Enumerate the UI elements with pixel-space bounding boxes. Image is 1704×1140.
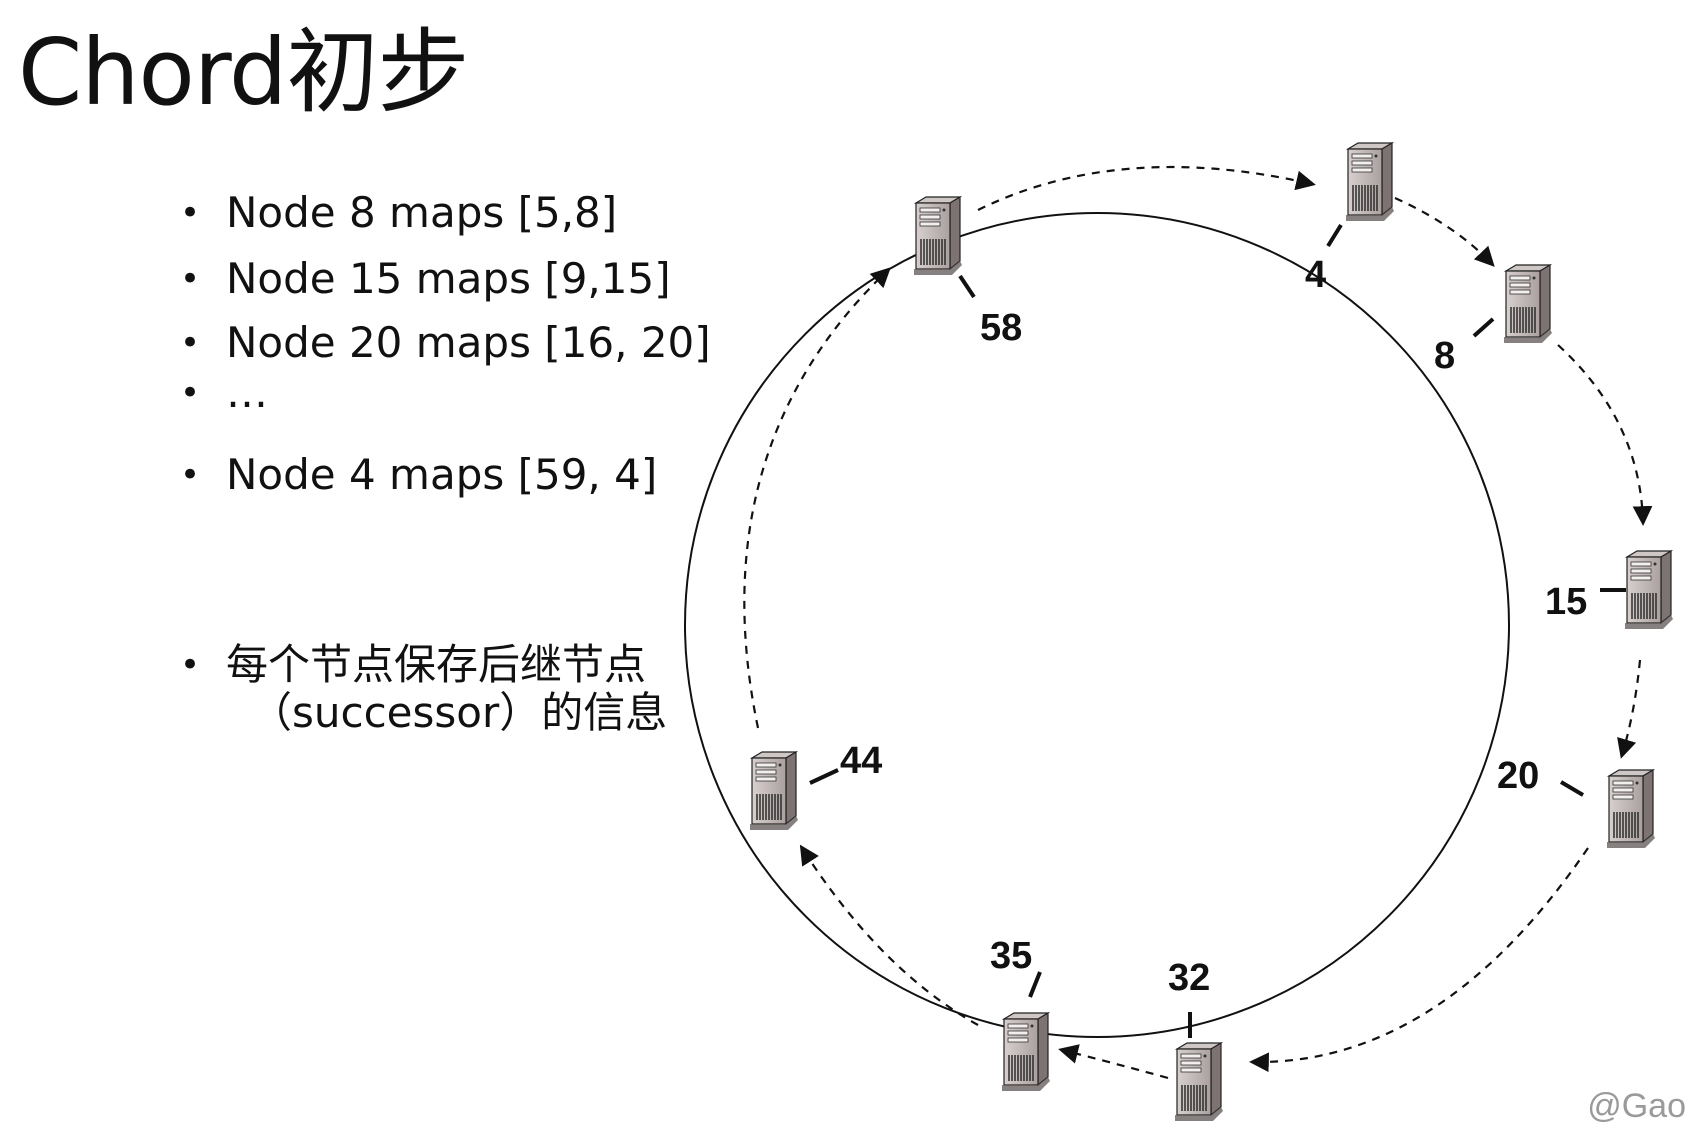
bullet-text-continued: （successor）的信息	[250, 688, 668, 737]
server-icon-node-8	[1503, 264, 1553, 344]
arrow-15-to-20	[1617, 659, 1642, 759]
bullet-text: Node 4 maps [59, 4]	[226, 450, 658, 499]
server-icon-node-44	[749, 751, 799, 831]
node-label-32: 32	[1168, 957, 1210, 999]
server-icon-node-35	[1001, 1012, 1051, 1092]
bullet-text: Node 15 maps [9,15]	[226, 254, 671, 303]
bullet-dot: •	[180, 455, 201, 495]
server-icon-node-15	[1624, 550, 1674, 630]
server-icon-node-20	[1606, 769, 1656, 849]
arrow-32-to-35	[1058, 1044, 1169, 1080]
arrow-35-to-44	[799, 844, 979, 1026]
bullet-dot: •	[180, 193, 201, 233]
bullet-text: Node 20 maps [16, 20]	[226, 318, 711, 367]
bullet-text: Node 8 maps [5,8]	[226, 188, 618, 237]
server-icon-node-58	[913, 196, 963, 276]
bullet-dot: •	[180, 259, 201, 299]
node-label-8: 8	[1434, 335, 1455, 377]
server-icon-node-4	[1345, 142, 1395, 222]
successor-arrows	[743, 165, 1653, 1080]
arrow-4-to-8	[1394, 196, 1495, 267]
tick-node-8	[1472, 317, 1495, 338]
chord-ring	[684, 212, 1510, 1038]
arrow-20-to-32	[1249, 847, 1589, 1073]
tick-node-4	[1326, 223, 1343, 248]
arrow-44-to-58	[743, 267, 891, 729]
node-label-4: 4	[1305, 254, 1326, 296]
watermark: @Gao	[1587, 1087, 1686, 1125]
node-label-58: 58	[980, 307, 1022, 349]
tick-node-44	[809, 768, 839, 785]
server-icons	[749, 142, 1674, 1122]
tick-node-35	[1028, 971, 1042, 998]
slide-title: Chord初步	[18, 19, 469, 126]
node-labels: 4 8 15 20 32 35 44 58	[840, 254, 1587, 999]
bullet-dot: •	[180, 645, 201, 685]
tick-node-20	[1559, 780, 1585, 797]
node-label-20: 20	[1497, 755, 1539, 797]
bullet-dot: •	[180, 323, 201, 363]
node-label-35: 35	[990, 935, 1032, 977]
tick-node-58	[958, 274, 976, 299]
arrow-58-to-4	[977, 165, 1316, 211]
node-ticks	[809, 223, 1626, 1038]
bullet-text: …	[226, 368, 268, 417]
server-icon-node-32	[1174, 1042, 1224, 1122]
bullet-dot: •	[180, 373, 201, 413]
node-label-15: 15	[1545, 581, 1587, 623]
node-label-44: 44	[840, 740, 882, 782]
bullet-text: 每个节点保存后继节点	[226, 640, 647, 689]
arrow-8-to-15	[1557, 344, 1653, 526]
